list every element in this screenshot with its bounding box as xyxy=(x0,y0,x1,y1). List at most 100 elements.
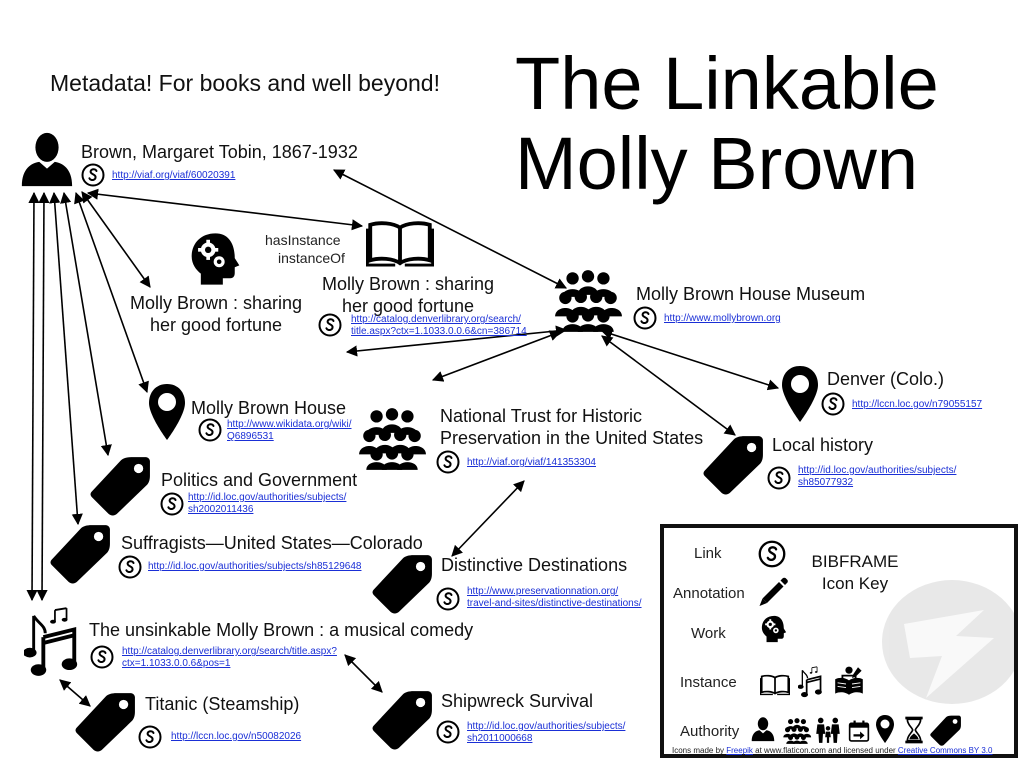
key-authority-tag-icon xyxy=(930,715,961,746)
book-instance-label: Molly Brown : sharing her good fortune xyxy=(318,273,498,317)
local-history-label: Local history xyxy=(772,435,874,455)
link-icon-book xyxy=(318,313,342,337)
trust-url[interactable]: http://viaf.org/viaf/141353304 xyxy=(467,457,596,468)
house-label: Molly Brown House xyxy=(191,398,347,418)
denver-label: Denver (Colo.) xyxy=(827,369,945,389)
trust-group-icon xyxy=(359,408,426,470)
link-icon-titanic xyxy=(138,725,162,749)
shipwreck-label: Shipwreck Survival xyxy=(441,691,594,711)
edge-museum-denver xyxy=(600,328,780,391)
book-instance-label-line-2: her good fortune xyxy=(341,296,475,316)
trust-label: National Trust for Historic Preservation… xyxy=(440,405,703,449)
work-label-line-2: her good fortune xyxy=(149,315,283,335)
politics-url-line-1[interactable]: http://id.loc.gov/authorities/subjects/ xyxy=(188,492,347,503)
house-url-line-2[interactable]: Q6896531 xyxy=(227,431,274,442)
icon-key-title-line-1: BIBFRAME xyxy=(811,552,899,571)
suffragists-url[interactable]: http://id.loc.gov/authorities/subjects/s… xyxy=(148,561,362,572)
edge-musical-shipwreck xyxy=(344,654,383,693)
shipwreck-url[interactable]: http://id.loc.gov/authorities/subjects/ … xyxy=(467,721,625,745)
shipwreck-url-line-1[interactable]: http://id.loc.gov/authorities/subjects/ xyxy=(467,721,626,732)
key-instance-music-icon xyxy=(798,666,823,698)
house-url-line-1[interactable]: http://www.wikidata.org/wiki/ xyxy=(227,419,352,430)
destinations-label: Distinctive Destinations xyxy=(441,555,628,575)
person-icon xyxy=(21,132,73,187)
book-instance-url[interactable]: http://catalog.denverlibrary.org/search/… xyxy=(351,314,527,338)
link-icon-museum xyxy=(633,306,657,330)
edge-trust-destinations xyxy=(451,480,525,557)
house-url[interactable]: http://www.wikidata.org/wiki/ Q6896531 xyxy=(227,419,352,443)
book-instance-url-line-1[interactable]: http://catalog.denverlibrary.org/search/ xyxy=(351,314,521,325)
key-authority-calendar-icon xyxy=(848,720,870,742)
politics-tag-icon xyxy=(90,457,150,516)
credit-license-link[interactable]: Creative Commons BY 3.0 xyxy=(897,746,993,755)
musical-url[interactable]: http://catalog.denverlibrary.org/search/… xyxy=(122,646,337,670)
destinations-tag-icon xyxy=(372,555,432,614)
credit-author-link[interactable]: Freepik xyxy=(726,746,753,755)
person-url[interactable]: http://viaf.org/viaf/60020391 xyxy=(112,170,236,181)
shipwreck-url-line-2[interactable]: sh2011000668 xyxy=(467,733,533,744)
key-authority-family-icon xyxy=(816,717,840,743)
link-icon-local-history xyxy=(767,466,791,490)
key-label-link: Link xyxy=(694,545,722,562)
page-title: The Linkable Molly Brown xyxy=(515,44,939,204)
local-history-url[interactable]: http://id.loc.gov/authorities/subjects/ … xyxy=(798,465,956,489)
politics-url-line-2[interactable]: sh2002011436 xyxy=(188,504,254,515)
icon-key-graphics xyxy=(751,540,1014,746)
edge-trust-museum xyxy=(431,330,562,382)
destinations-url[interactable]: http://www.preservationnation.org/ trave… xyxy=(467,586,642,610)
key-instance-reader-icon xyxy=(834,666,864,696)
link-icon-shipwreck xyxy=(436,720,460,744)
musical-url-line-1[interactable]: http://catalog.denverlibrary.org/search/… xyxy=(122,646,337,657)
destinations-url-line-1[interactable]: http://www.preservationnation.org/ xyxy=(467,586,619,597)
suffragists-tag-icon xyxy=(50,525,110,584)
politics-label: Politics and Government xyxy=(161,470,358,490)
denver-map-pin-icon xyxy=(782,366,818,422)
key-label-instance: Instance xyxy=(680,674,737,691)
book-instance-url-line-2[interactable]: title.aspx?ctx=1.1033.0.0.6&cn=386714 xyxy=(351,326,527,337)
local-history-tag-icon xyxy=(703,436,763,495)
key-authority-pin-icon xyxy=(876,715,894,743)
shipwreck-tag-icon xyxy=(372,691,432,750)
destinations-url-line-2[interactable]: travel-and-sites/distinctive-destination… xyxy=(467,598,642,609)
local-history-url-line-1[interactable]: http://id.loc.gov/authorities/subjects/ xyxy=(798,465,957,476)
museum-url[interactable]: http://www.mollybrown.org xyxy=(664,313,781,324)
suffragists-label: Suffragists—United States—Colorado xyxy=(121,533,423,553)
key-work-head-icon xyxy=(761,615,787,643)
icon-key-title-line-2: Icon Key xyxy=(821,574,889,593)
key-link-icon xyxy=(758,540,786,568)
musical-url-line-2[interactable]: ctx=1.1033.0.0.6&pos=1 xyxy=(122,658,231,669)
edge-person-book xyxy=(86,188,364,231)
credit-prefix: Icons made by xyxy=(672,746,727,755)
title-line-2: Molly Brown xyxy=(515,122,918,205)
titanic-url[interactable]: http://lccn.loc.gov/n50082026 xyxy=(171,731,302,742)
credit-middle: at www.flaticon.com and licensed under xyxy=(752,746,898,755)
link-icon-house xyxy=(198,418,222,442)
link-icon-denver xyxy=(821,392,845,416)
musical-label: The unsinkable Molly Brown : a musical c… xyxy=(89,620,474,640)
trust-label-line-2: Preservation in the United States xyxy=(440,428,704,448)
edge-musical-titanic xyxy=(59,679,91,707)
key-instance-book-icon xyxy=(760,674,790,696)
icon-key-title: BIBFRAME Icon Key xyxy=(800,551,910,595)
key-label-authority: Authority xyxy=(680,723,740,740)
work-label: Molly Brown : sharing her good fortune xyxy=(126,292,306,336)
local-history-url-line-2[interactable]: sh85077932 xyxy=(798,477,854,488)
denver-url[interactable]: http://lccn.loc.gov/n79055157 xyxy=(852,399,983,410)
museum-group-icon xyxy=(555,270,622,332)
work-label-line-1: Molly Brown : sharing xyxy=(129,293,303,313)
edge-person-musical-a xyxy=(36,191,50,602)
politics-url[interactable]: http://id.loc.gov/authorities/subjects/ … xyxy=(188,492,346,516)
person-label: Brown, Margaret Tobin, 1867-1932 xyxy=(81,142,358,162)
key-authority-group-icon xyxy=(783,718,812,744)
edge-museum-localhistory xyxy=(601,335,736,436)
book-instance-label-line-1: Molly Brown : sharing xyxy=(321,274,495,294)
watermark-logo xyxy=(882,580,1014,704)
key-authority-hourglass-icon xyxy=(904,716,924,744)
house-map-pin-icon xyxy=(149,384,185,440)
edge-person-musical-b xyxy=(26,191,40,602)
key-annotation-pencil-icon xyxy=(759,577,788,606)
link-icon-suffragists xyxy=(118,555,142,579)
key-label-annotation: Annotation xyxy=(673,585,745,602)
link-icon-person xyxy=(81,163,105,187)
